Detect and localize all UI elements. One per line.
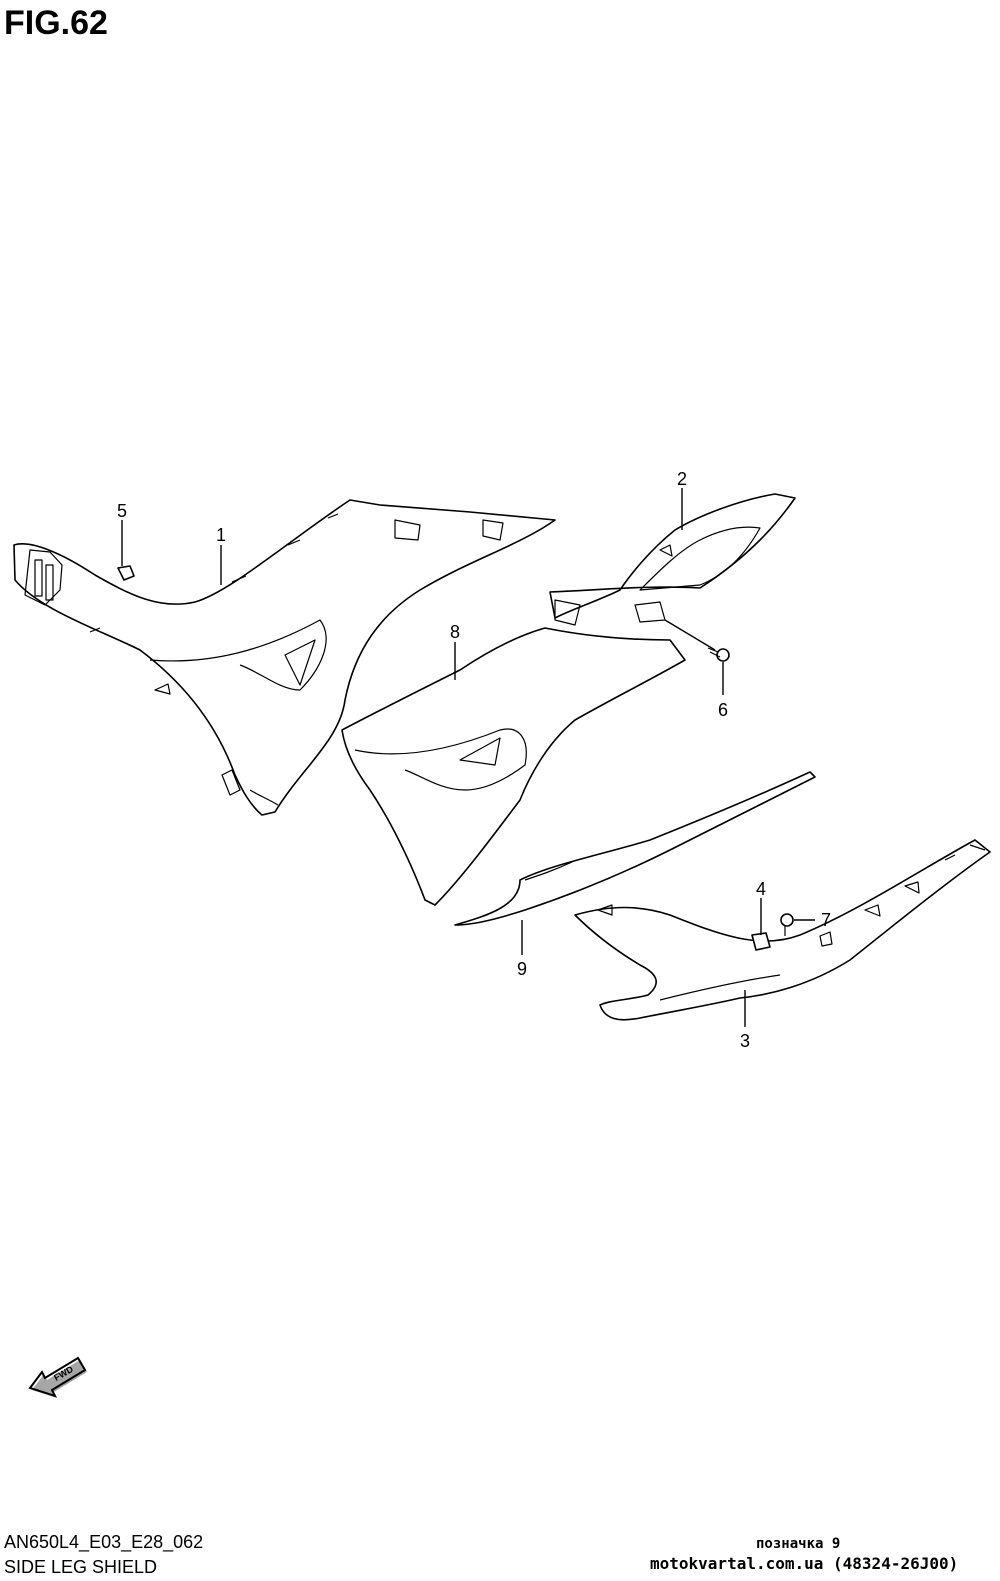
figure-code: AN650L4_E03_E28_062 [4,1532,204,1552]
part-8-side-cover[interactable] [341,627,686,906]
part-3-lower-shield[interactable] [574,839,991,1021]
callout-9: 9 [517,959,527,979]
part-7-screw[interactable] [780,913,794,936]
part-1-side-leg-shield[interactable] [13,499,556,816]
figure-name: SIDE LEG SHIELD [4,1557,158,1577]
figure-title: FIG.62 [4,4,108,42]
callout-4: 4 [756,879,766,899]
part-6-screw[interactable] [707,647,730,662]
fwd-arrow-icon: FWD [28,1356,87,1398]
callout-2: 2 [677,469,687,489]
part-9-lower-strip[interactable] [454,771,816,926]
callout-6: 6 [718,700,728,720]
callout-1: 1 [216,525,226,545]
part-2-trim[interactable] [549,493,796,626]
leader-6 [664,619,724,695]
part-5-clip[interactable] [117,565,135,581]
callout-8: 8 [450,622,460,642]
part-4-nut[interactable] [751,932,771,951]
callout-5: 5 [117,501,127,521]
watermark-line1: позначка 9 [756,1536,841,1552]
callout-7: 7 [821,910,831,930]
callout-3: 3 [740,1031,750,1051]
watermark-line2: motokvartal.com.ua (48324-26J00) [650,1554,959,1573]
